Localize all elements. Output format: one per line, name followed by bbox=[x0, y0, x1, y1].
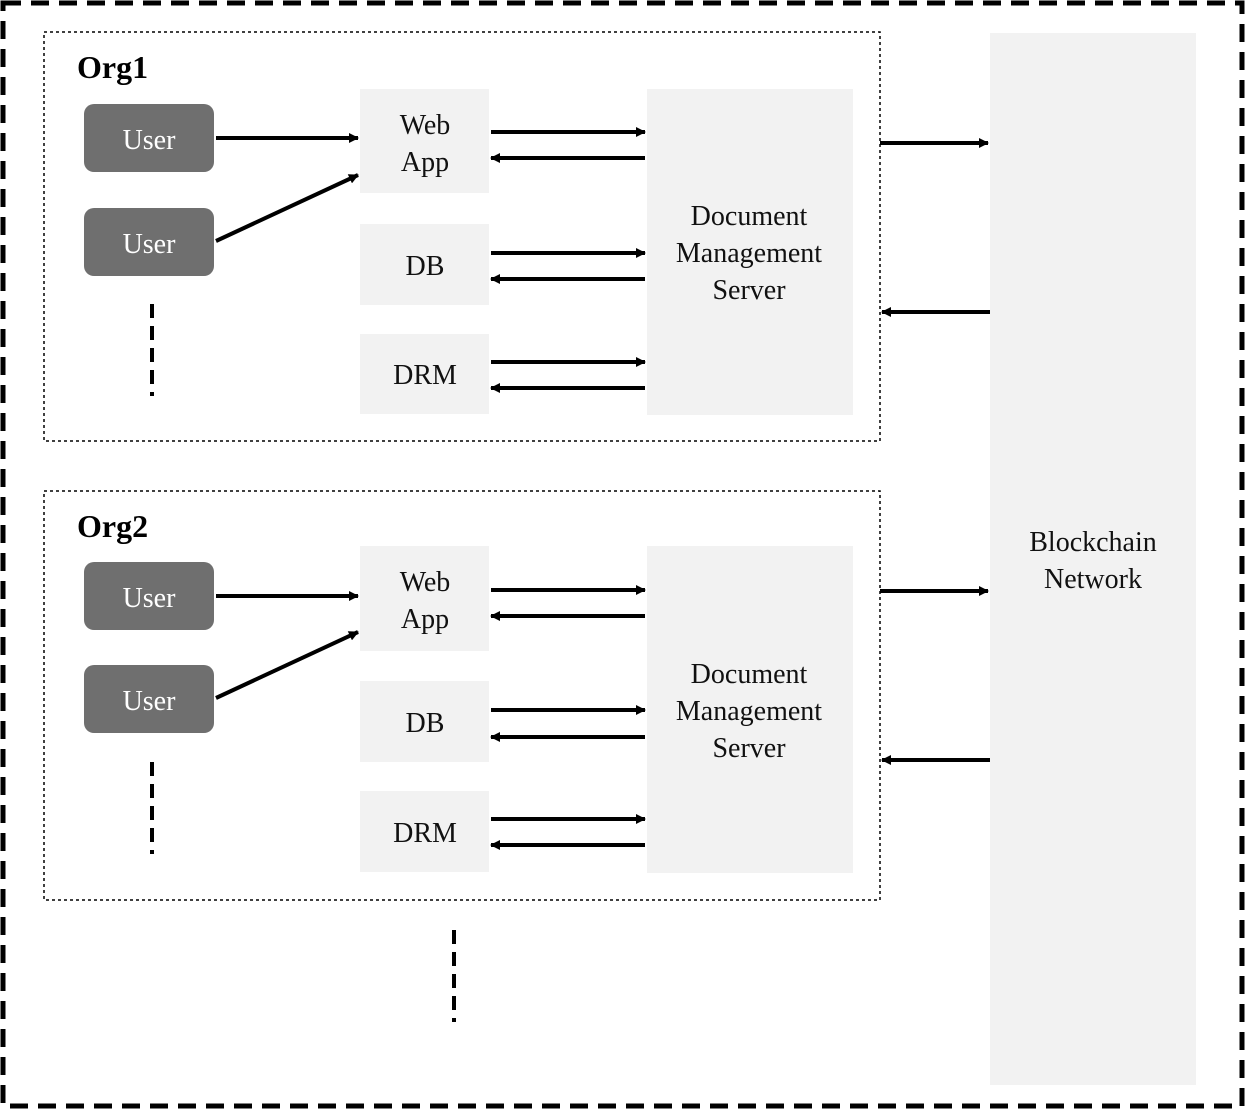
org1-user-2: User bbox=[84, 208, 214, 276]
org2-web-app-label-line2: App bbox=[401, 604, 449, 635]
org1-arrow-user2-to-webapp bbox=[215, 173, 359, 243]
org1-user-2-label: User bbox=[123, 229, 177, 260]
org1-group: Org1 User User Web App DB DRM Document M… bbox=[43, 31, 990, 442]
org2-web-app: Web App bbox=[360, 546, 489, 651]
org1-arrows bbox=[215, 127, 990, 393]
org1-title: Org1 bbox=[77, 49, 148, 85]
org2-web-app-label-line1: Web bbox=[400, 567, 451, 598]
org2-arrow-user2-to-webapp bbox=[215, 630, 359, 700]
org1-server-label-line1: Document bbox=[691, 201, 808, 232]
org1-drm-label: DRM bbox=[393, 360, 457, 391]
org2-user-1-label: User bbox=[123, 583, 177, 614]
org2-user-2-label: User bbox=[123, 686, 177, 717]
org1-user-1: User bbox=[84, 104, 214, 172]
org1-db: DB bbox=[360, 224, 489, 305]
org1-document-management-server: Document Management Server bbox=[647, 89, 853, 415]
org2-user-2: User bbox=[84, 665, 214, 733]
blockchain-label-line1: Blockchain bbox=[1029, 527, 1157, 558]
org1-boundary bbox=[43, 31, 881, 442]
blockchain-network: Blockchain Network bbox=[990, 33, 1196, 1085]
org1-web-app: Web App bbox=[360, 89, 489, 193]
org1-server-label-line2: Management bbox=[676, 238, 822, 269]
org2-group: Org2 User User Web App DB DRM Document M… bbox=[43, 490, 990, 901]
org2-server-label-line1: Document bbox=[691, 659, 808, 690]
org2-server-label-line3: Server bbox=[712, 733, 786, 764]
org1-web-app-label-line1: Web bbox=[400, 110, 451, 141]
org2-title: Org2 bbox=[77, 508, 148, 544]
org1-server-label-line3: Server bbox=[712, 275, 786, 306]
org2-server-label-line2: Management bbox=[676, 696, 822, 727]
org2-boundary bbox=[43, 490, 881, 901]
blockchain-label-line2: Network bbox=[1044, 564, 1142, 595]
org2-user-1: User bbox=[84, 562, 214, 630]
org1-user-1-label: User bbox=[123, 125, 177, 156]
org2-db: DB bbox=[360, 681, 489, 762]
org2-arrows bbox=[215, 585, 990, 850]
org2-document-management-server: Document Management Server bbox=[647, 546, 853, 873]
org2-drm-label: DRM bbox=[393, 818, 457, 849]
org2-drm: DRM bbox=[360, 791, 489, 872]
org1-web-app-label-line2: App bbox=[401, 147, 449, 178]
org2-db-label: DB bbox=[406, 708, 445, 739]
blockchain-network-box bbox=[990, 33, 1196, 1085]
org1-drm: DRM bbox=[360, 334, 489, 414]
org1-db-label: DB bbox=[406, 251, 445, 282]
